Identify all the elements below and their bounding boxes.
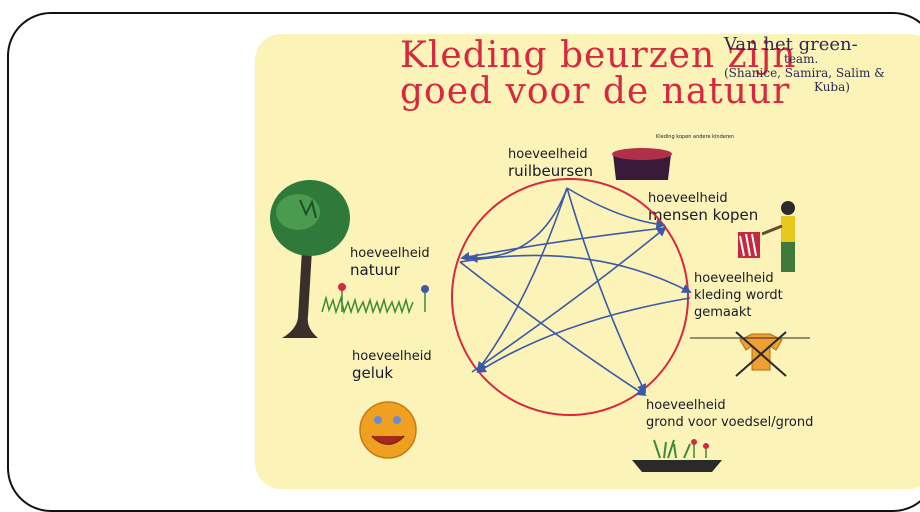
arrow	[459, 254, 692, 293]
arrow	[460, 227, 665, 262]
tree-icon	[270, 180, 350, 338]
clothes-box-icon	[612, 148, 672, 180]
crossed-shirt-icon	[690, 331, 810, 377]
node-label: hoeveelheid	[352, 349, 432, 364]
node-label: hoeveelheid	[646, 398, 726, 413]
feedback-circle	[451, 178, 689, 416]
person-clothes-icon	[738, 201, 795, 272]
node-kleding-gemaakt: hoeveelheid kleding wordt gemaakt	[694, 270, 814, 321]
title-line-1: Kleding beurzen zijn	[400, 35, 797, 76]
arrow	[476, 297, 691, 374]
node-ruilbeursen: hoeveelheid ruilbeursen	[508, 146, 593, 180]
node-label: hoeveelheid	[508, 147, 588, 162]
arrow	[468, 187, 568, 264]
node-mensen-kopen: hoeveelheid mensen kopen	[648, 190, 758, 224]
node-sub: mensen kopen	[648, 206, 759, 224]
arrow	[566, 187, 646, 394]
node-grond: hoeveelheid grond voor voedsel/grond	[646, 397, 813, 431]
node-sub: grond voor voedsel/grond	[646, 415, 814, 430]
node-geluk: hoeveelheid geluk	[352, 348, 432, 382]
flower-red	[338, 283, 346, 291]
arrow	[471, 226, 667, 373]
node-label: hoeveelheid	[648, 191, 728, 206]
poster-title: Kleding beurzen zijn goed voor de natuur	[400, 38, 796, 110]
credit-line-4: Kuba)	[814, 80, 850, 94]
diagram-graphics: Kleding kopen andere kinderen	[270, 134, 810, 472]
title-line-2: goed voor de natuur	[400, 71, 791, 112]
node-sub: natuur	[350, 261, 400, 279]
node-label: hoeveelheid	[694, 271, 774, 286]
node-sub: kleding wordt gemaakt	[694, 288, 783, 320]
flower-blue	[421, 285, 429, 293]
node-label: hoeveelheid	[350, 246, 430, 261]
credit-line-3: (Shanice, Samira, Salim &	[724, 66, 885, 80]
credit-line-1: Van het green-	[724, 34, 858, 55]
arrow	[476, 187, 568, 372]
flowers-icon	[321, 290, 426, 315]
box-caption: Kleding kopen andere kinderen	[656, 134, 734, 140]
credit-text: Van het green- team. (Shanice, Samira, S…	[724, 34, 885, 95]
node-sub: ruilbeursen	[508, 162, 593, 180]
garden-icon	[632, 439, 722, 472]
node-sub: geluk	[352, 364, 394, 382]
arrow	[566, 187, 666, 229]
arrow	[459, 261, 647, 397]
node-natuur: hoeveelheid natuur	[350, 245, 430, 279]
connection-arrows	[459, 187, 692, 397]
credit-line-2: team.	[784, 52, 819, 66]
smiley-face-icon	[359, 401, 417, 459]
